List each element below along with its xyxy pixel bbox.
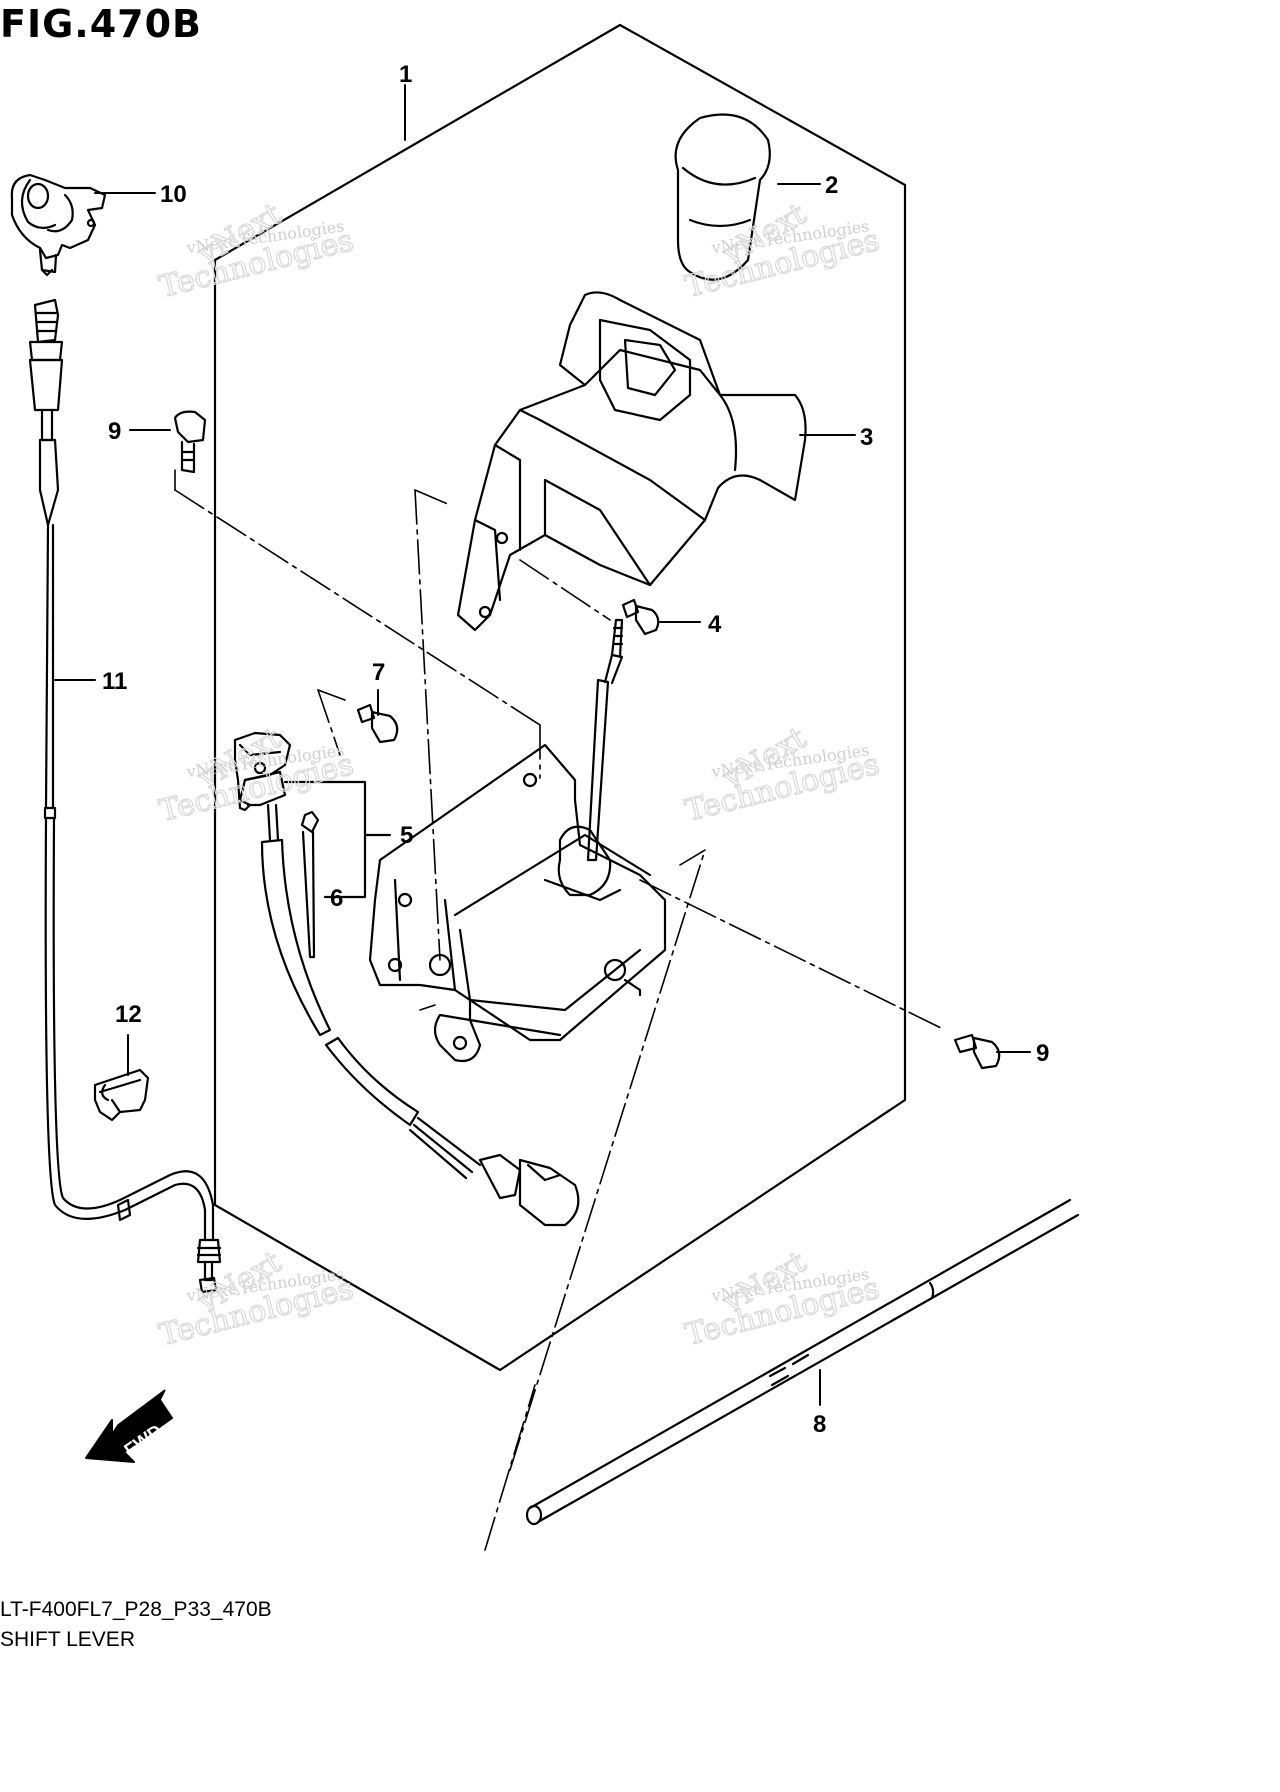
switch-part-5 bbox=[233, 731, 580, 1227]
cable-part-11 bbox=[28, 298, 222, 1294]
callout-2: 2 bbox=[825, 172, 838, 199]
callout-7: 7 bbox=[372, 659, 385, 686]
watermark-6: vNext Technologies Technologies vNext bbox=[681, 1244, 883, 1353]
watermark-3: vNext Technologies Technologies vNext bbox=[155, 720, 357, 830]
rod-part-8 bbox=[525, 1198, 1080, 1526]
fwd-direction-marker: FWD bbox=[85, 1389, 173, 1463]
watermark-5: vNext Technologies Technologies vNext bbox=[155, 1244, 357, 1354]
shift-cover bbox=[456, 291, 807, 632]
callout-6: 6 bbox=[330, 885, 343, 912]
callout-12: 12 bbox=[115, 1001, 142, 1028]
callout-9-upper: 9 bbox=[108, 418, 121, 445]
bolt-part-4 bbox=[621, 598, 660, 636]
figure-name: SHIFT LEVER bbox=[0, 1628, 135, 1651]
bolt-part-9-lower bbox=[953, 1033, 1001, 1070]
clamp-part-12 bbox=[93, 1068, 150, 1122]
callout-10: 10 bbox=[160, 181, 187, 208]
callout-8: 8 bbox=[813, 1411, 826, 1438]
shift-lever-bracket bbox=[368, 618, 667, 1063]
figure-title: FIG.470B bbox=[0, 2, 203, 46]
bolt-part-7 bbox=[356, 703, 399, 744]
sensor-part-10 bbox=[10, 173, 107, 277]
figure-caption: LT-F400FL7_P28_P33_470B SHIFT LEVER bbox=[0, 1595, 272, 1655]
callout-3: 3 bbox=[860, 424, 873, 451]
shift-knob bbox=[674, 113, 771, 281]
callout-9-lower: 9 bbox=[1036, 1040, 1049, 1067]
cable-tie-part-6 bbox=[300, 810, 320, 959]
assembly-outline bbox=[213, 23, 907, 1372]
bolt-part-9-upper bbox=[173, 410, 207, 474]
model-code: LT-F400FL7_P28_P33_470B bbox=[0, 1598, 272, 1621]
watermark-2: vNext Technologies Technologies vNext bbox=[681, 196, 883, 305]
callout-4: 4 bbox=[708, 611, 722, 638]
callout-1: 1 bbox=[399, 61, 412, 88]
watermark-1: vNext Technologies Technologies vNext bbox=[155, 196, 357, 306]
callout-5: 5 bbox=[400, 822, 413, 849]
watermark-4: vNext Technologies Technologies vNext bbox=[681, 720, 883, 829]
callout-11: 11 bbox=[102, 668, 127, 695]
